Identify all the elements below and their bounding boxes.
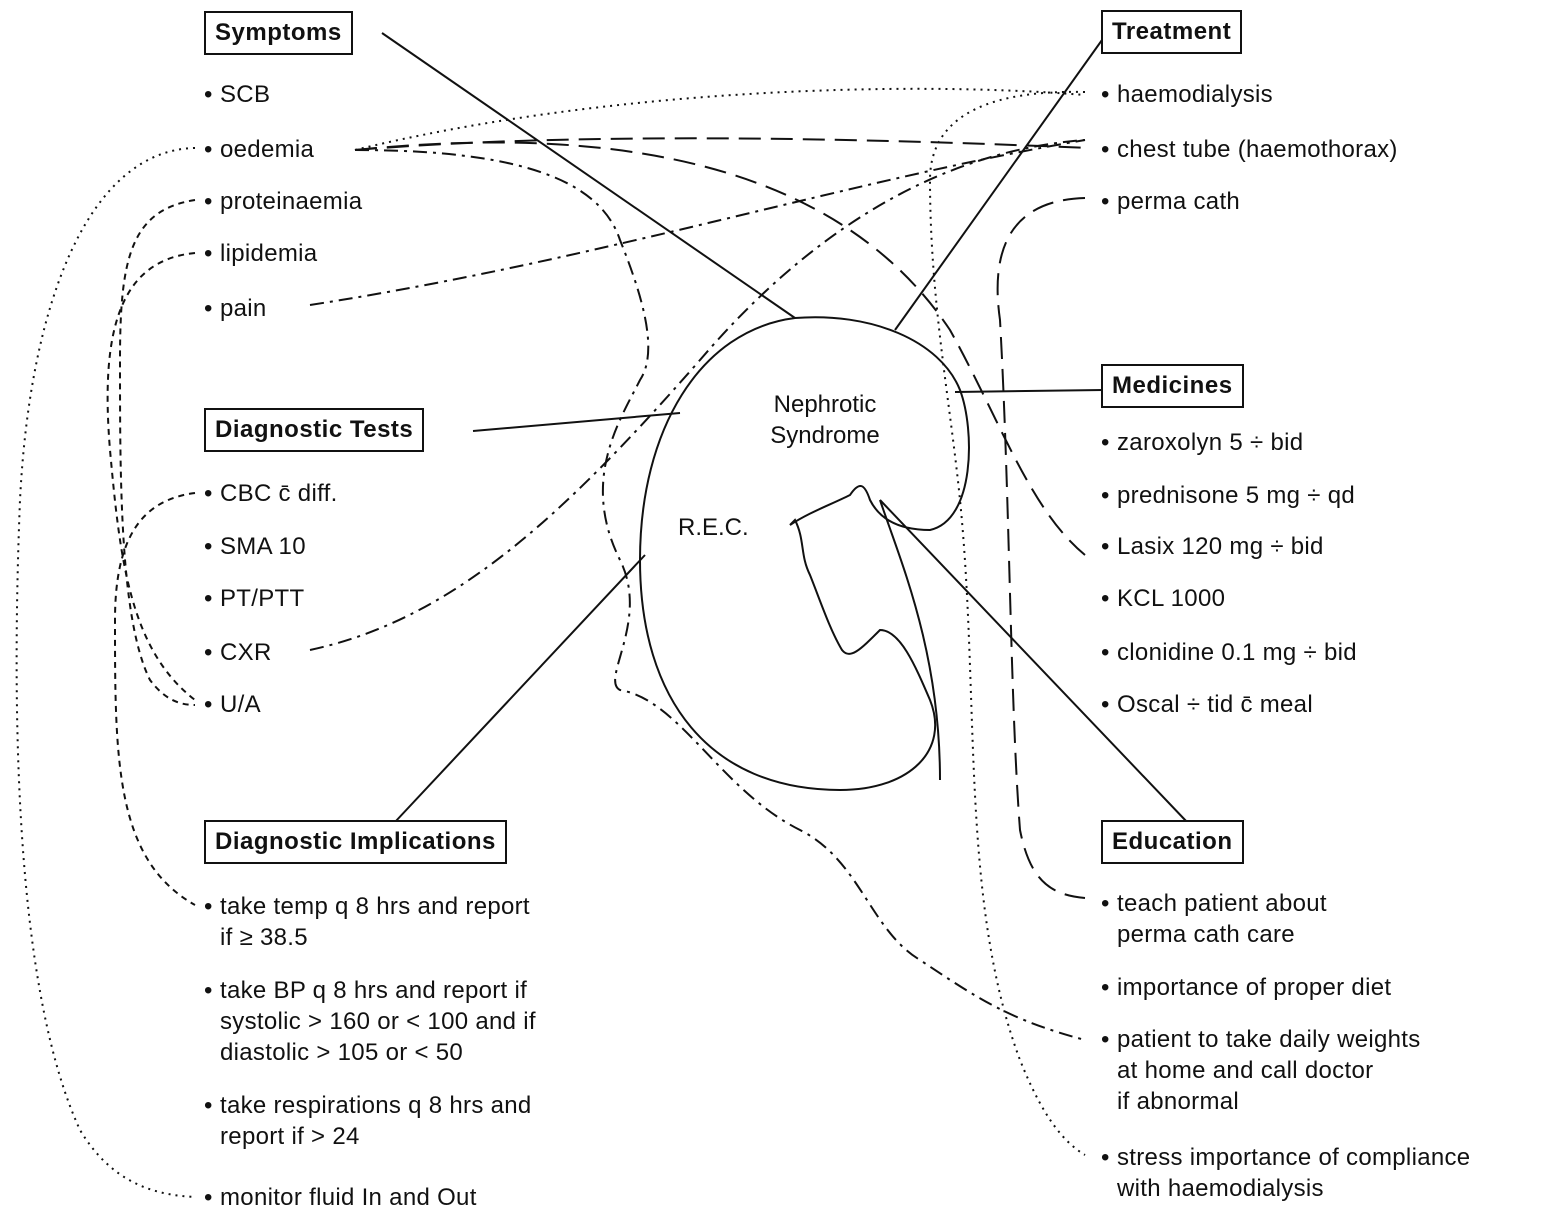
symptom-item: •SCB	[204, 81, 271, 108]
oedemia-weights-link	[354, 149, 1086, 1041]
medicines-heading: Medicines	[1101, 364, 1244, 408]
medicine-item: •prednisone 5 mg ÷ qd	[1101, 482, 1355, 509]
symptom-item: •pain	[204, 295, 267, 322]
diagnostic-test-item: •CXR	[204, 639, 272, 666]
implication-item: •take temp q 8 hrs and report if ≥ 38.5	[204, 893, 530, 951]
diagnostic-implications-connector	[394, 554, 646, 823]
medicine-item: •clonidine 0.1 mg ÷ bid	[1101, 639, 1357, 666]
center-title: Nephrotic Syndrome	[740, 389, 910, 451]
implication-item: •take BP q 8 hrs and report if systolic …	[204, 977, 536, 1066]
education-item: •stress importance of compliance with ha…	[1101, 1144, 1471, 1202]
diagnostic-implications-heading: Diagnostic Implications	[204, 820, 507, 864]
education-item: •teach patient about perma cath care	[1101, 890, 1327, 948]
symptoms-heading: Symptoms	[204, 11, 353, 55]
treatment-heading: Treatment	[1101, 10, 1243, 54]
diagnostic-test-item: •PT/PTT	[204, 585, 305, 612]
implication-item: •take respirations q 8 hrs and report if…	[204, 1092, 532, 1150]
medicines-connector	[954, 389, 1104, 393]
symptom-item: •oedemia	[204, 136, 315, 163]
center-sub-label: R.E.C.	[678, 514, 749, 541]
symptom-item: •lipidemia	[204, 240, 318, 267]
pain-chesttube-link	[309, 139, 1086, 306]
cxr-chesttube-link	[309, 139, 1086, 651]
medicine-item: •Lasix 120 mg ÷ bid	[1101, 533, 1324, 560]
diagnostic-test-item: •U/A	[204, 691, 261, 718]
proteinaemia-ua-link	[118, 199, 196, 706]
haemodialysis-compliance-link	[928, 90, 1086, 1156]
center-title-line1: Nephrotic	[773, 391, 877, 418]
oedemia-haemodialysis-link	[354, 87, 1086, 151]
medicine-item: •KCL 1000	[1101, 585, 1226, 612]
diagnostic-tests-connector	[472, 412, 681, 432]
diagnostic-tests-heading: Diagnostic Tests	[204, 408, 425, 452]
education-heading: Education	[1101, 820, 1244, 864]
cbc-temp-link	[113, 492, 196, 906]
treatment-item: •haemodialysis	[1101, 81, 1273, 108]
kidney-outline	[638, 316, 970, 792]
education-item: •importance of proper diet	[1101, 974, 1392, 1001]
oedemia-fluid-link	[15, 147, 196, 1198]
treatment-item: •perma cath	[1101, 188, 1241, 215]
diagnostic-test-item: •CBC c̄ diff.	[204, 480, 338, 507]
medicine-item: •zaroxolyn 5 ÷ bid	[1101, 429, 1304, 456]
symptoms-connector	[381, 32, 796, 319]
education-connector	[879, 499, 1188, 823]
permacath-teach-link	[996, 197, 1086, 899]
implication-item: •monitor fluid In and Out	[204, 1184, 477, 1211]
treatment-item: •chest tube (haemothorax)	[1101, 136, 1398, 163]
kidney-vessel-inner	[879, 499, 941, 781]
treatment-connector	[894, 32, 1108, 331]
medicine-item: •Oscal ÷ tid c̄ meal	[1101, 691, 1313, 718]
diagnostic-test-item: •SMA 10	[204, 533, 306, 560]
oedemia-chesttube-link	[354, 137, 1091, 151]
oedemia-lasix-link	[354, 141, 1086, 556]
symptom-item: •proteinaemia	[204, 188, 363, 215]
center-title-line2: Syndrome	[770, 422, 880, 449]
education-item: •patient to take daily weights at home a…	[1101, 1026, 1421, 1115]
